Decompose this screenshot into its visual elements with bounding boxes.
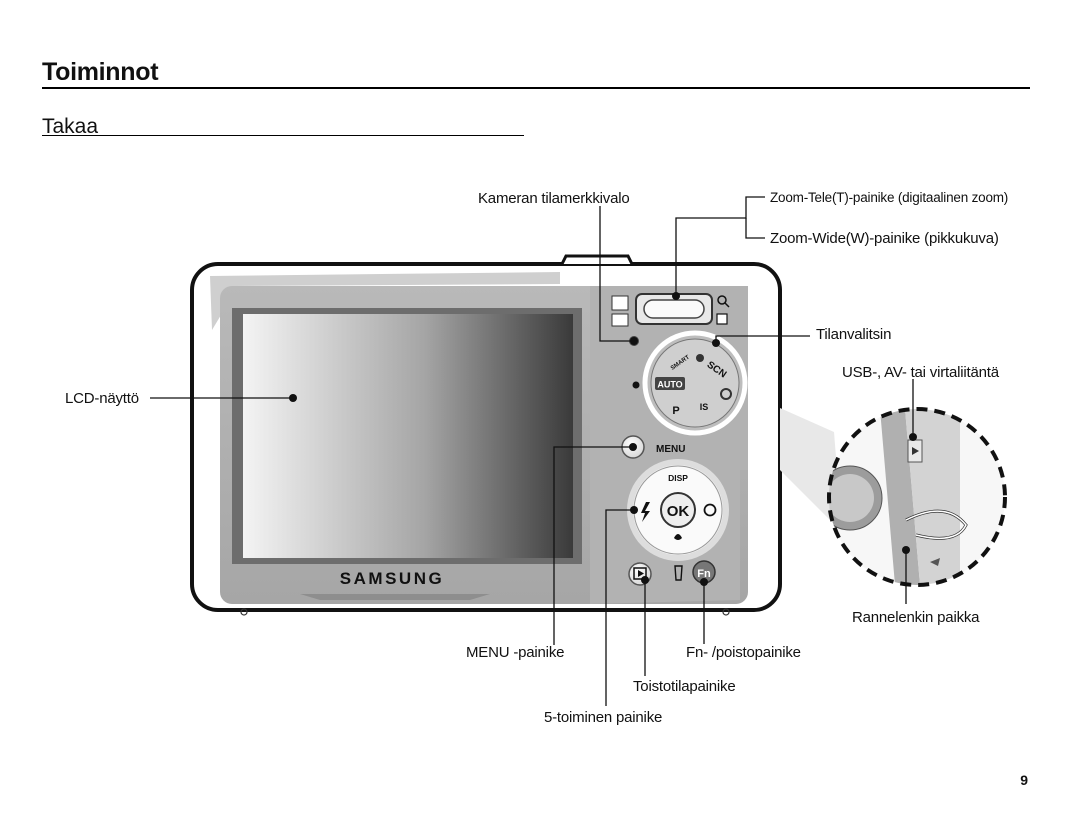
connector-label: USB-, AV- tai virtaliitäntä [842,364,999,381]
dial-is-label: IS [700,402,709,412]
title-divider [42,87,1030,89]
fn-button-label: Fn- /poistopainike [686,644,801,661]
dial-auto-label: AUTO [657,380,682,390]
section-title: Takaa [42,115,99,138]
ok-button[interactable]: OK [667,503,690,520]
menu-button-text: MENU [656,444,685,455]
lcd-screen [232,308,582,564]
five-way-pad[interactable]: OK DISP [627,459,729,561]
page-title: Toiminnot [42,58,159,86]
mode-dial-label: Tilanvalitsin [816,326,892,343]
fn-button-text: Fn [697,568,711,580]
grid-icon [716,313,728,325]
magnify-icon [717,295,727,305]
self-timer-icon [703,503,717,517]
section-divider [42,135,524,136]
macro-icon [674,534,682,540]
zoom-rocker[interactable] [611,293,730,327]
strap-label: Rannelenkin paikka [852,609,980,626]
brand-logo: SAMSUNG [340,569,444,588]
mode-dial[interactable]: AUTO SCN SMART IS P [642,330,748,436]
zoom-wide-label: Zoom-Wide(W)-painike (pikkukuva) [770,230,999,247]
playback-button-label: Toistotilapainike [633,678,736,695]
thumbnail-icon [611,313,629,327]
leader-lines [150,196,914,706]
page-number: 9 [1020,772,1028,788]
microphone-dot [632,381,640,389]
dial-p-label: P [672,405,679,417]
flash-icon [641,502,650,522]
movie-icon [696,354,704,362]
lcd-label: LCD-näyttö [65,390,139,407]
trash-icon [674,565,683,581]
menu-button-label: MENU -painike [466,644,565,661]
disp-label: DISP [668,473,688,483]
tele-icon [611,295,629,311]
leader-dots [289,292,917,586]
five-way-label: 5-toiminen painike [544,709,663,726]
status-lamp-label: Kameran tilamerkkivalo [478,190,630,207]
play-icon [638,570,644,577]
strap-detail-zoom [780,407,1007,587]
beauty-icon [720,388,732,400]
fn-button[interactable]: Fn [692,560,716,584]
zoom-tele-label: Zoom-Tele(T)-painike (digitaalinen zoom) [770,190,1009,205]
